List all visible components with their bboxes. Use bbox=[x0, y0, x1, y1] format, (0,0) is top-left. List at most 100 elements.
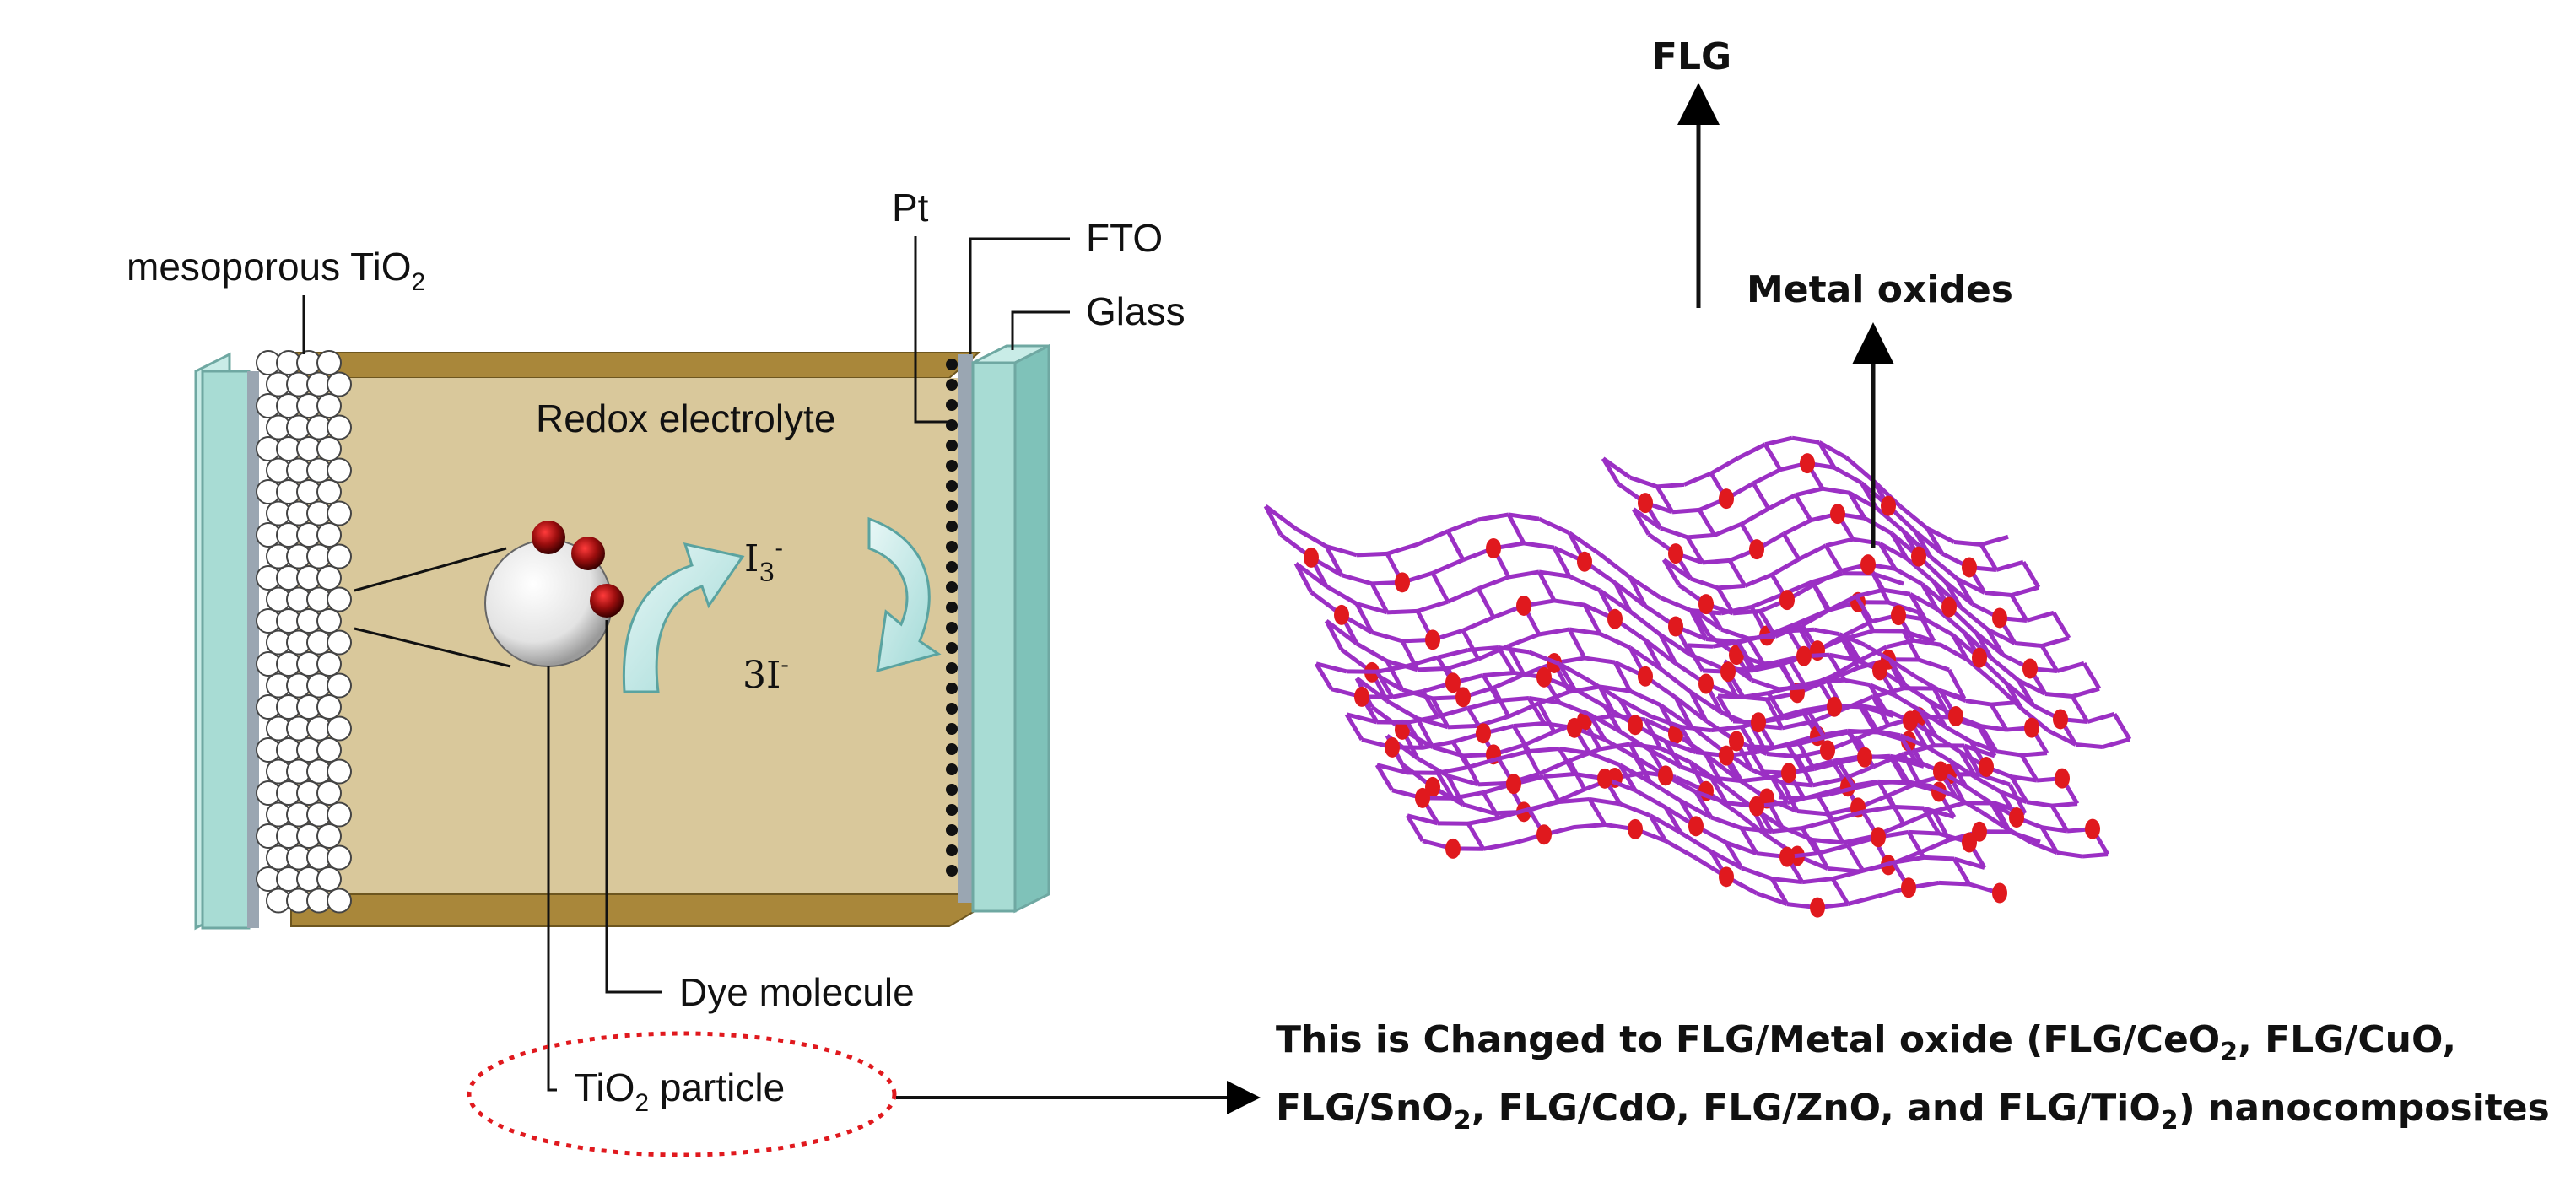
carbon-bond bbox=[1875, 506, 1905, 533]
carbon-bond bbox=[1904, 683, 1932, 704]
carbon-bond bbox=[1717, 693, 1744, 699]
pt-dot bbox=[946, 703, 958, 715]
pt-dot bbox=[946, 824, 958, 836]
carbon-bond bbox=[1341, 573, 1373, 586]
carbon-bond bbox=[2056, 661, 2085, 673]
carbon-bond bbox=[2009, 594, 2029, 622]
metal-oxide-dot bbox=[1688, 816, 1704, 837]
carbon-bond bbox=[1599, 684, 1631, 693]
tio2-particle-label: TiO2 particle bbox=[574, 1066, 785, 1117]
carbon-bond bbox=[1687, 532, 1715, 540]
carbon-bond bbox=[1751, 661, 1783, 673]
fto-leader bbox=[969, 237, 1070, 354]
carbon-bond bbox=[1587, 713, 1607, 742]
carbon-bond bbox=[1939, 643, 1969, 662]
metal-oxide-dot bbox=[1857, 747, 1872, 768]
carbon-bond bbox=[1986, 628, 2017, 645]
metal-oxide-dot bbox=[1567, 717, 1582, 738]
carbon-bond bbox=[2001, 790, 2028, 805]
carbon-bond bbox=[1663, 806, 1683, 834]
carbon-bond bbox=[1863, 516, 1893, 536]
carbon-bond bbox=[1990, 700, 2017, 707]
metal-oxide-dot bbox=[1720, 661, 1736, 683]
carbon-bond bbox=[1771, 826, 1803, 834]
metal-oxide-dot bbox=[2085, 818, 2100, 839]
carbon-bond bbox=[1314, 662, 1334, 691]
carbon-bond bbox=[1924, 618, 1954, 637]
dssc-cell: mesoporous TiO2 Pt FTO Glass Redox elect… bbox=[127, 186, 1261, 1157]
carbon-bond bbox=[1812, 569, 1843, 587]
carbon-bond bbox=[1697, 509, 1717, 537]
pt-dot bbox=[946, 804, 958, 816]
carbon-bond bbox=[1461, 629, 1481, 661]
tio2-nanoparticle bbox=[316, 436, 342, 461]
carbon-bond bbox=[1756, 891, 1788, 907]
carbon-bond bbox=[1737, 634, 1764, 645]
carbon-bond bbox=[1849, 728, 1876, 735]
pt-dot bbox=[946, 561, 958, 573]
carbon-bond bbox=[1954, 795, 1983, 814]
tio2-nanoparticle bbox=[316, 651, 342, 677]
carbon-bond bbox=[1644, 638, 1677, 666]
carbon-bond bbox=[1798, 735, 1825, 746]
tio2-nanoparticle bbox=[327, 758, 352, 785]
carbon-bond bbox=[1887, 658, 1908, 687]
carbon-bond bbox=[1918, 657, 1950, 672]
carbon-bond bbox=[1913, 638, 1941, 647]
carbon-bond bbox=[1407, 714, 1439, 725]
tio2-nanoparticle bbox=[316, 479, 342, 504]
tio2-nanoparticle bbox=[316, 565, 342, 591]
metal-oxide-dot bbox=[1385, 736, 1400, 758]
carbon-bond bbox=[1430, 572, 1450, 603]
metal-oxide-dot bbox=[2009, 807, 2024, 828]
carbon-bond bbox=[1508, 512, 1540, 521]
carbon-bond bbox=[1710, 775, 1742, 784]
carbon-bond bbox=[1812, 776, 1844, 788]
carbon-bond bbox=[1528, 695, 1560, 705]
carbon-bond bbox=[1817, 843, 1849, 855]
carbon-bond bbox=[2087, 711, 2115, 724]
carbon-bond bbox=[1603, 737, 1637, 759]
carbon-bond bbox=[1963, 743, 1995, 758]
carbon-bond bbox=[1763, 443, 1783, 472]
tio2-nanoparticle bbox=[316, 866, 342, 892]
metal-oxide-dot bbox=[1506, 774, 1521, 795]
carbon-bond bbox=[1628, 688, 1662, 708]
zoom-lines bbox=[354, 547, 511, 668]
carbon-bond bbox=[1629, 475, 1658, 489]
metal-oxide-dot bbox=[1992, 882, 2007, 904]
carbon-bond bbox=[1467, 645, 1499, 652]
pt-dot bbox=[946, 440, 958, 451]
carbon-bond bbox=[1872, 571, 1904, 586]
tio2-nanoparticle bbox=[316, 350, 342, 375]
carbon-bond bbox=[1665, 739, 1697, 755]
iodide-label: 3I- bbox=[743, 650, 789, 697]
reduction-arrow bbox=[867, 516, 942, 673]
carbon-bond bbox=[1420, 690, 1440, 718]
carbon-bond bbox=[1447, 517, 1479, 534]
tio2-nanoparticle bbox=[327, 629, 352, 656]
carbon-bond bbox=[1447, 586, 1479, 604]
metal-oxide-dot bbox=[1698, 594, 1714, 615]
carbon-bond bbox=[1659, 666, 1693, 694]
metal-oxide-dot bbox=[1698, 673, 1714, 694]
right-fto-layer bbox=[958, 354, 973, 903]
carbon-bond bbox=[1294, 561, 1328, 588]
carbon-bond bbox=[1724, 841, 1744, 870]
carbon-bond bbox=[1904, 779, 1931, 789]
carbon-bond bbox=[1893, 855, 1925, 865]
tio2-nanoparticle bbox=[327, 672, 352, 699]
carbon-bond bbox=[1482, 840, 1515, 851]
carbon-bond bbox=[1909, 592, 1939, 612]
carbon-bond bbox=[1589, 796, 1621, 807]
carbon-bond bbox=[1628, 609, 1662, 637]
carbon-bond bbox=[1989, 801, 2009, 830]
carbon-bond bbox=[1557, 662, 1577, 691]
carbon-bond bbox=[2051, 612, 2071, 639]
carbon-bond bbox=[1435, 771, 1455, 800]
carbon-bond bbox=[1801, 607, 1831, 628]
carbon-bond bbox=[1685, 644, 1705, 672]
carbon-bond bbox=[1437, 648, 1469, 660]
carbon-bond bbox=[1508, 632, 1540, 649]
pt-dot bbox=[946, 763, 958, 775]
